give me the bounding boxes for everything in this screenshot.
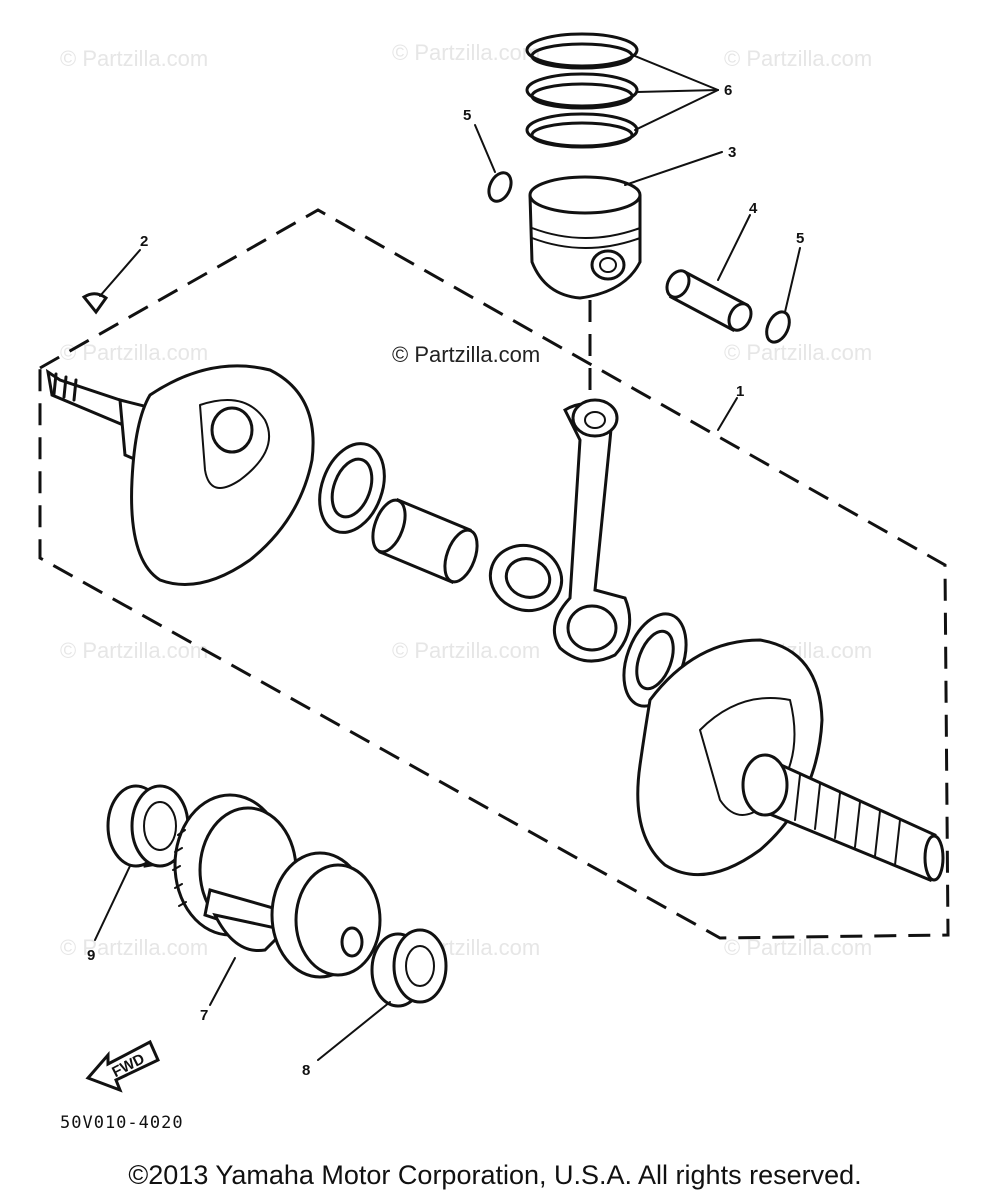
callout-4: 4: [749, 200, 758, 217]
callout-7: 7: [200, 1007, 208, 1024]
balancer-shaft: [172, 793, 382, 979]
right-crank-web: [636, 638, 945, 883]
crank-pin: [371, 498, 479, 584]
watermark-1: © Partzilla.com: [60, 46, 208, 71]
washer-left: [318, 442, 386, 534]
watermark-3: © Partzilla.com: [724, 46, 872, 71]
bearing-8: [370, 928, 448, 1008]
callout-2: 2: [140, 233, 148, 250]
watermark-9: © Partzilla.com: [60, 935, 208, 960]
bearing-9: [106, 784, 190, 868]
watermark-5: © Partzilla.com: [724, 340, 872, 365]
center-watermark: © Partzilla.com: [392, 342, 540, 367]
assembly-outline: [38, 208, 950, 940]
callout-5a: 5: [463, 107, 471, 124]
piston: [528, 175, 642, 300]
left-crank-web: [45, 364, 315, 586]
callout-5b: 5: [796, 230, 804, 247]
callout-3: 3: [728, 144, 736, 161]
drawing-code: 50V010-4020: [60, 1113, 184, 1133]
callouts: 1 2 3 4 5 5 6 7 8 9: [87, 82, 804, 1079]
woodruff-key: [81, 292, 109, 315]
needle-bearing: [488, 544, 564, 612]
fwd-arrow: FWD: [85, 1039, 160, 1093]
watermark-6: © Partzilla.com: [60, 638, 208, 663]
callout-8: 8: [302, 1062, 310, 1079]
connecting-rod: [552, 300, 632, 663]
watermark-11: © Partzilla.com: [724, 935, 872, 960]
callout-9: 9: [87, 947, 95, 964]
piston-pin: [665, 269, 753, 333]
piston-clip-left: [487, 171, 513, 203]
copyright-notice: ©2013 Yamaha Motor Corporation, U.S.A. A…: [128, 1160, 862, 1190]
watermark-7: © Partzilla.com: [392, 638, 540, 663]
piston-rings: [525, 32, 639, 149]
callout-1: 1: [736, 383, 744, 400]
leader-lines: [94, 55, 801, 1061]
callout-6: 6: [724, 82, 732, 99]
watermark-2: © Partzilla.com: [392, 40, 540, 65]
